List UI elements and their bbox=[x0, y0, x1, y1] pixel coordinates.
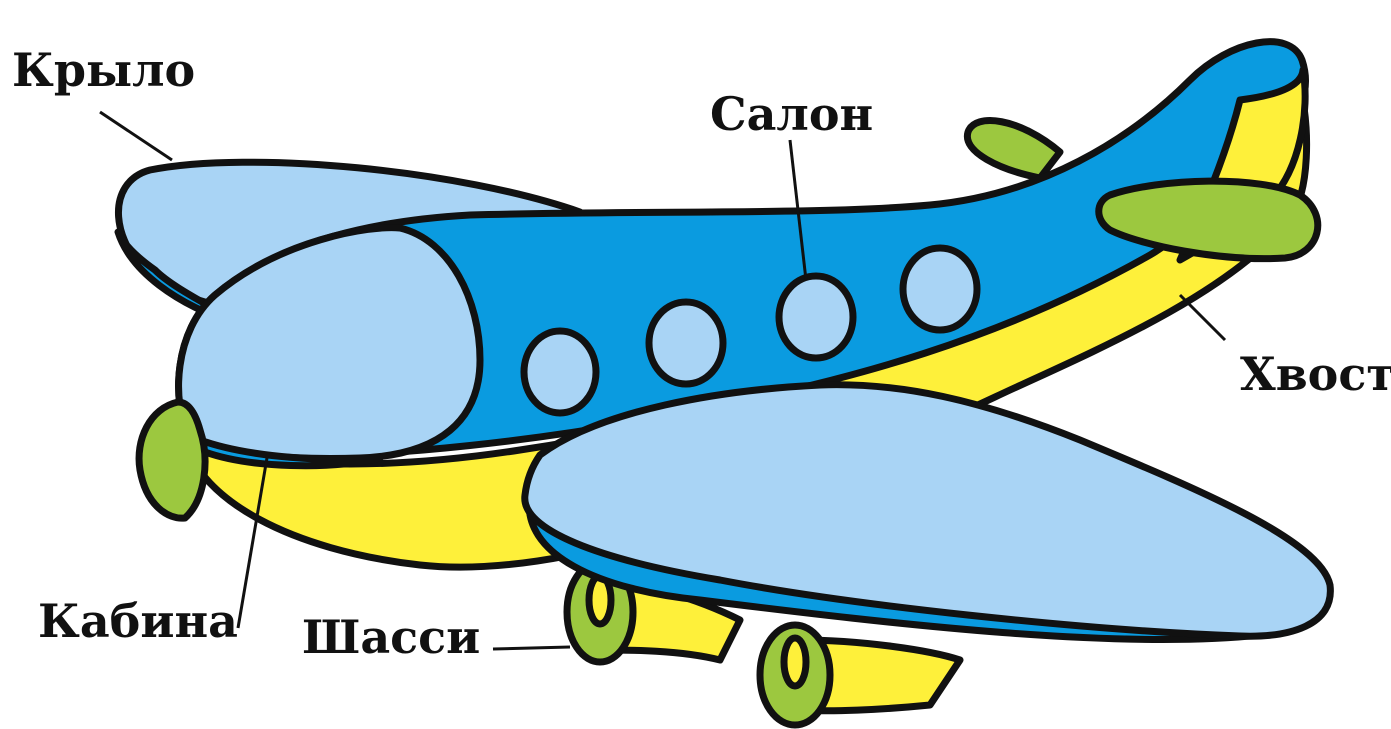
window-4 bbox=[903, 248, 977, 330]
label-cockpit: Кабина bbox=[38, 594, 238, 648]
label-cabin: Салон bbox=[710, 87, 873, 141]
label-landing-gear: Шасси bbox=[302, 610, 480, 664]
window-1 bbox=[524, 331, 596, 413]
landing-gear-leader-line bbox=[493, 647, 570, 649]
wing-leader-line bbox=[100, 112, 172, 160]
window-2 bbox=[649, 302, 723, 384]
tail-leader-line bbox=[1180, 295, 1225, 340]
nose-cone bbox=[139, 402, 205, 518]
window-3 bbox=[779, 276, 853, 358]
rear-stabilizer-far bbox=[967, 121, 1060, 178]
label-wing: Крыло bbox=[12, 43, 195, 97]
label-tail: Хвост bbox=[1240, 347, 1391, 401]
airplane-illustration bbox=[118, 42, 1330, 725]
gear-rear-hub bbox=[784, 638, 806, 686]
